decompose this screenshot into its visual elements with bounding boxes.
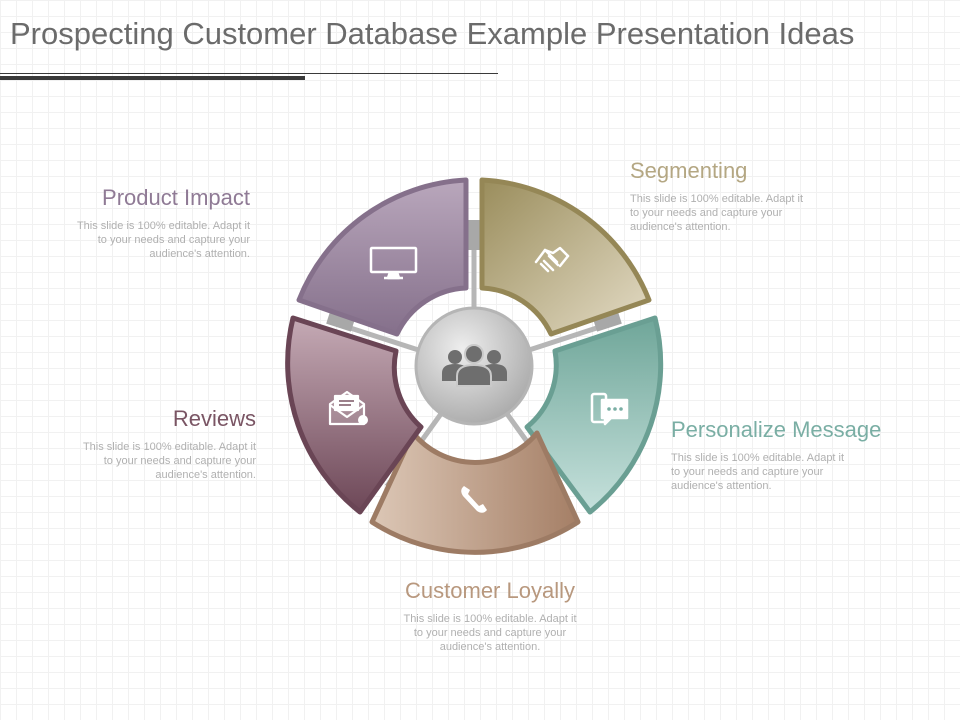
title-underline-thick <box>0 76 305 80</box>
segmenting-title: Segmenting <box>630 158 748 183</box>
mail-icon <box>328 390 368 426</box>
label-reviews: Reviews This slide is 100% editable. Ada… <box>46 406 256 482</box>
customer-loyally-description: This slide is 100% editable. Adapt it to… <box>403 613 577 653</box>
monitor-icon <box>369 246 418 280</box>
slide-title: Prospecting Customer Database Example Pr… <box>10 16 855 51</box>
product-impact-title: Product Impact <box>102 185 250 210</box>
segment-reviews <box>285 315 424 515</box>
personalize-message-title: Personalize Message <box>671 417 882 442</box>
customer-loyally-title: Customer Loyally <box>405 578 575 603</box>
chat-icon <box>590 392 629 426</box>
label-personalize-message: Personalize Message This slide is 100% e… <box>671 417 911 493</box>
personalize-message-description: This slide is 100% editable. Adapt it to… <box>671 452 845 492</box>
team-icon <box>442 344 507 387</box>
reviews-description: This slide is 100% editable. Adapt it to… <box>82 441 256 481</box>
label-segmenting: Segmenting This slide is 100% editable. … <box>630 158 840 234</box>
product-impact-description: This slide is 100% editable. Adapt it to… <box>76 220 250 260</box>
reviews-title: Reviews <box>172 406 256 431</box>
title-underline-thin <box>0 73 498 74</box>
segment-personalize-message <box>524 315 664 515</box>
segment-product-impact <box>296 177 469 337</box>
label-product-impact: Product Impact This slide is 100% editab… <box>40 185 250 261</box>
segmenting-description: This slide is 100% editable. Adapt it to… <box>630 193 804 233</box>
label-customer-loyally: Customer Loyally This slide is 100% edit… <box>385 578 595 654</box>
segment-segmenting <box>479 177 652 337</box>
handshake-icon <box>534 246 570 273</box>
phone-icon <box>461 486 487 513</box>
